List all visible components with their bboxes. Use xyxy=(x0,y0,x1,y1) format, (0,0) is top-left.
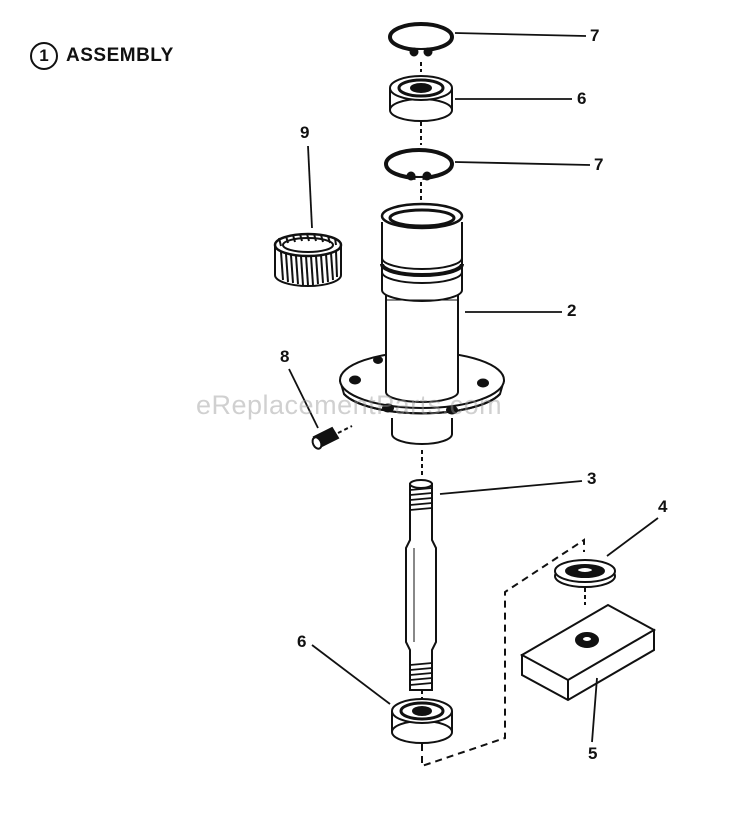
washer xyxy=(554,559,616,588)
callout-7-lower: 7 xyxy=(594,155,604,174)
leader-lines xyxy=(288,32,659,743)
watermark-text: eReplacementParts.com xyxy=(196,390,503,420)
retaining-ring-top xyxy=(388,22,454,62)
callout-3: 3 xyxy=(587,469,597,488)
callout-7-top: 7 xyxy=(590,26,600,45)
callout-5: 5 xyxy=(588,744,598,763)
assembly-number-badge: 1 xyxy=(30,42,58,70)
set-screw xyxy=(311,425,353,450)
callout-9: 9 xyxy=(300,123,310,142)
bearing-top xyxy=(389,75,453,122)
assembly-path xyxy=(421,538,585,768)
callout-6-top: 6 xyxy=(577,89,587,108)
needle-bearing xyxy=(273,232,343,287)
callout-2: 2 xyxy=(567,301,577,320)
callout-6-bottom: 6 xyxy=(297,632,307,651)
callout-8: 8 xyxy=(280,347,290,366)
callout-4: 4 xyxy=(658,497,668,516)
assembly-heading: 1 ASSEMBLY xyxy=(30,42,174,70)
spindle-shaft xyxy=(405,479,437,691)
spindle-housing xyxy=(339,202,505,445)
assembly-title: ASSEMBLY xyxy=(66,45,174,66)
retaining-ring-lower xyxy=(384,148,454,184)
mounting-block xyxy=(519,603,657,702)
bearing-bottom xyxy=(391,698,453,744)
